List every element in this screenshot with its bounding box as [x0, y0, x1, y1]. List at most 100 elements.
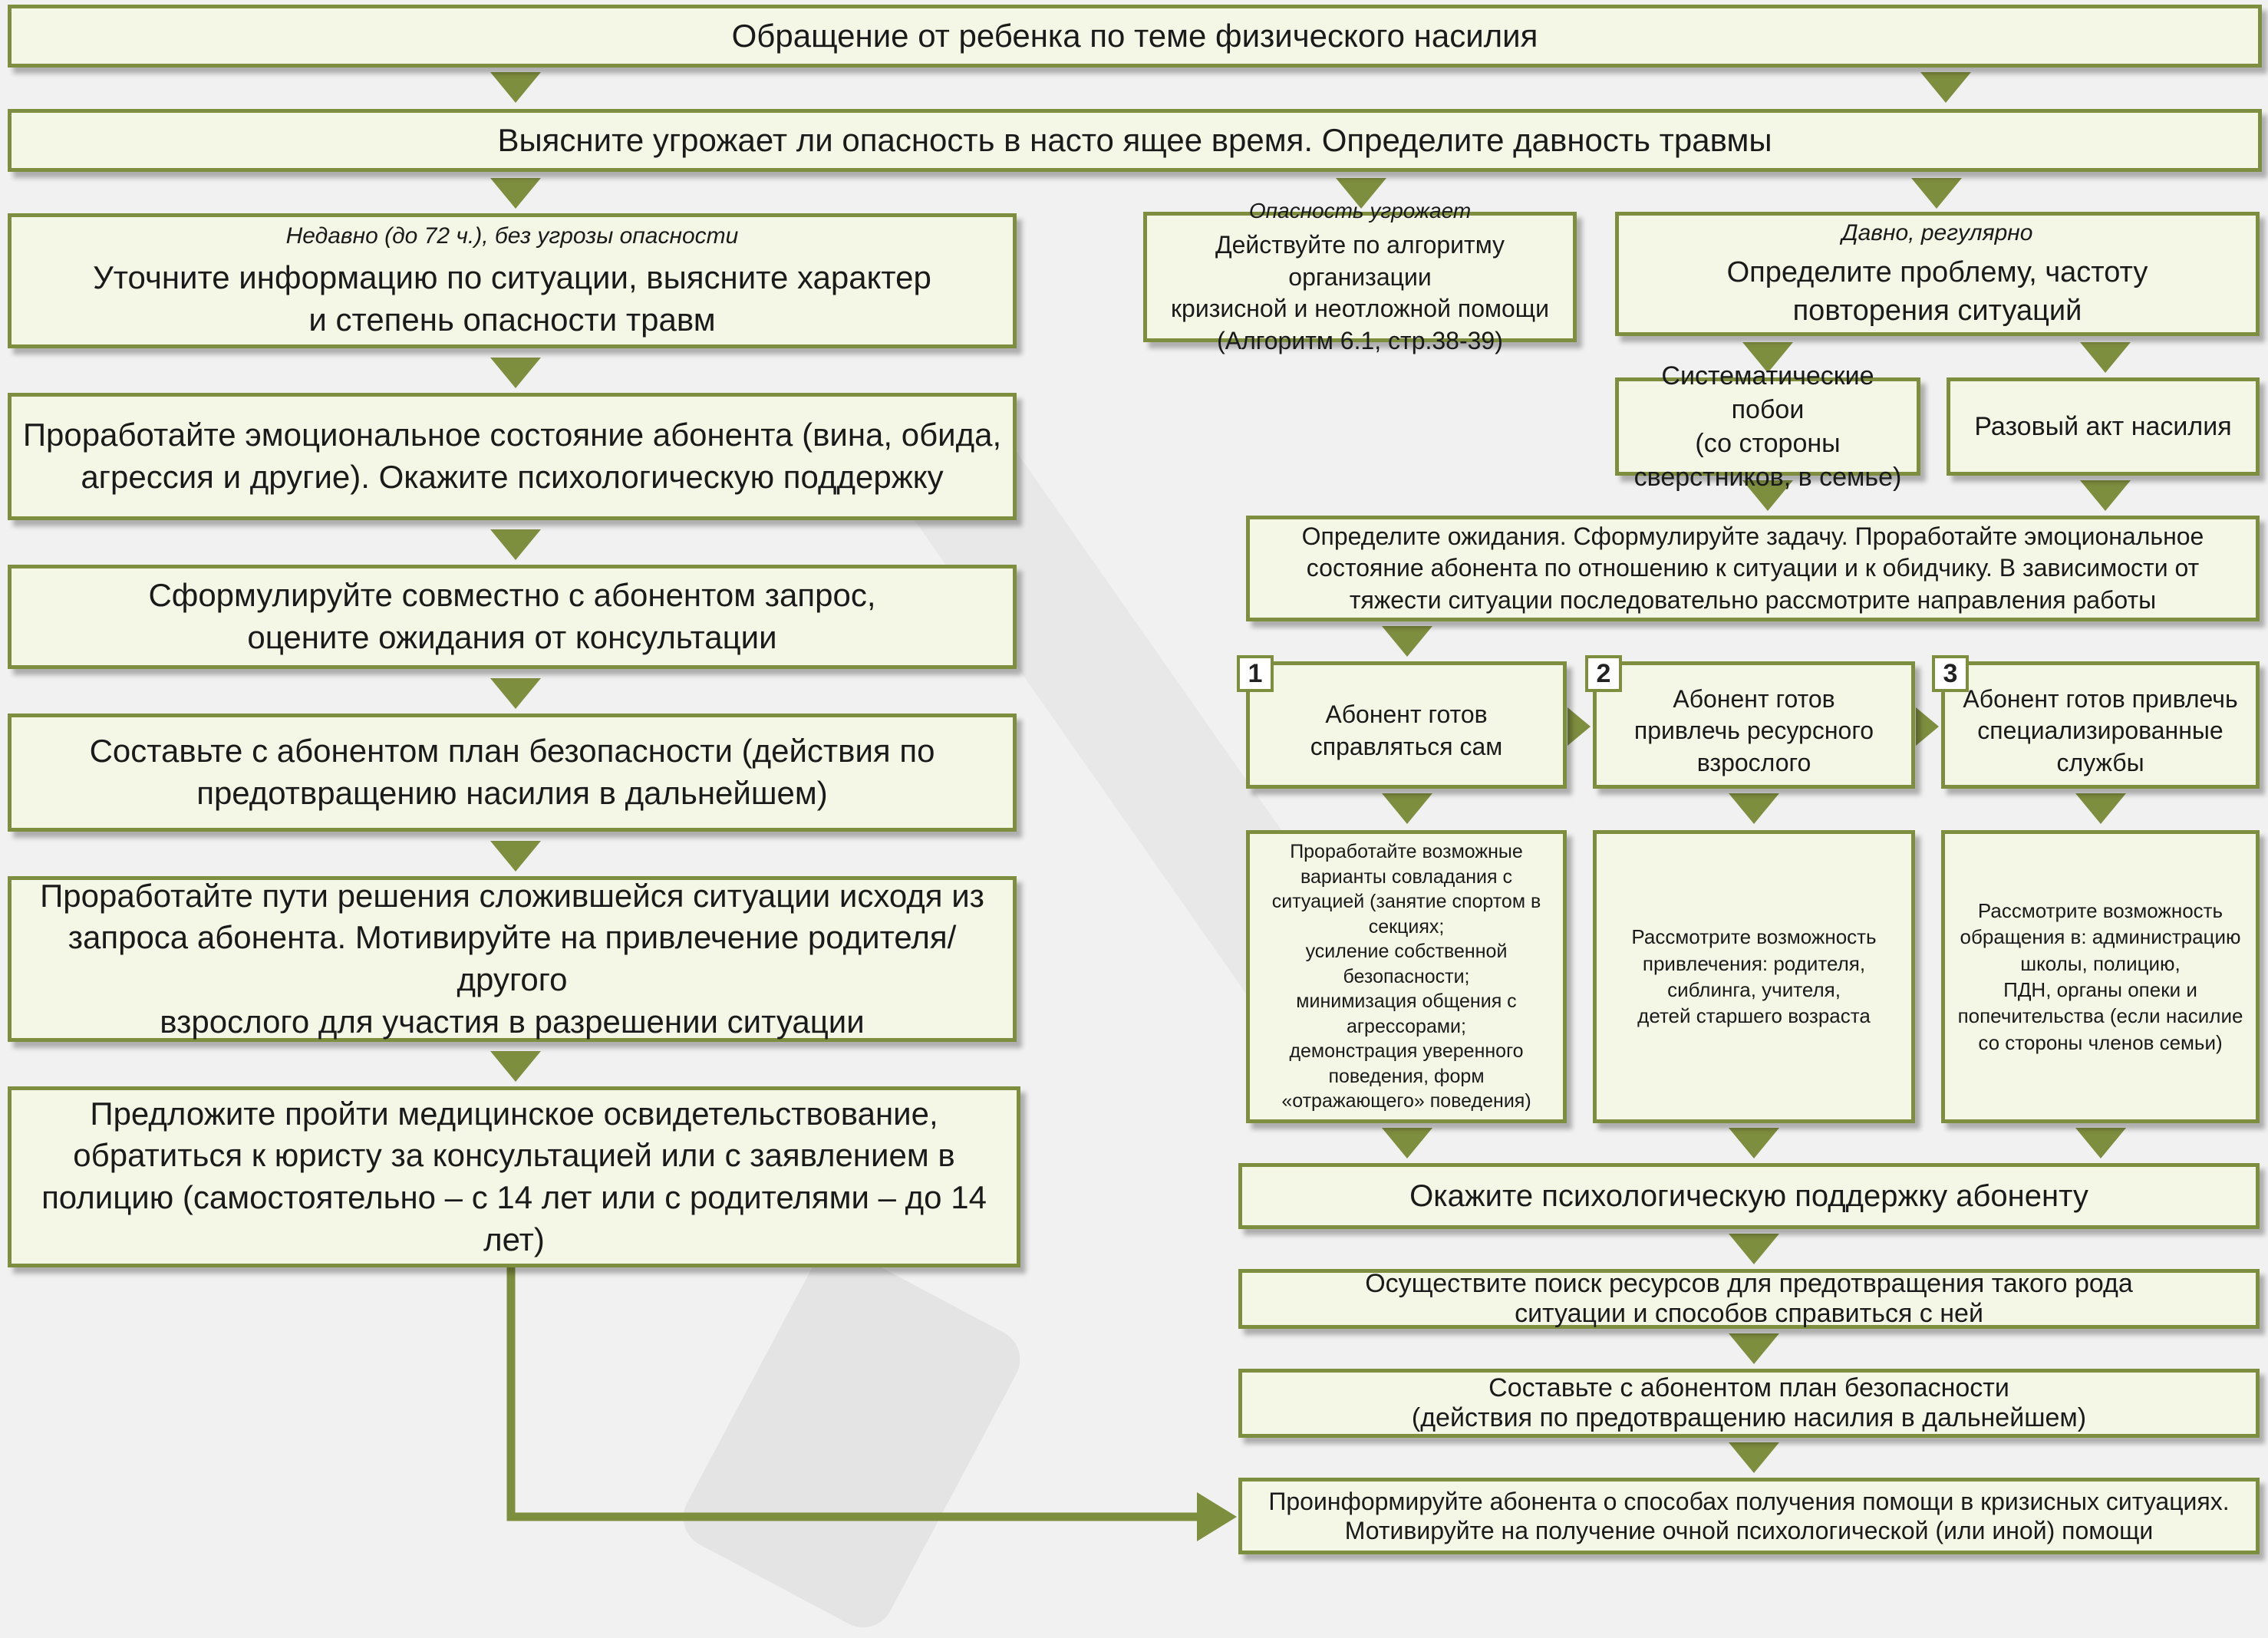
arrow-right [1567, 707, 1591, 746]
detail-line: попечительства (если насилие [1957, 1004, 2243, 1028]
left-box-solutions: Проработайте пути решения сложившейся си… [8, 876, 1017, 1042]
option-number-badge: 2 [1585, 655, 1622, 692]
title-text: Обращение от ребенка по теме физического… [731, 17, 1538, 54]
middle-box-line: кризисной и неотложной помощи [1171, 295, 1549, 323]
middle-box-line: (Алгоритм 6.1, стр.38-39) [1217, 326, 1503, 354]
right-box-systematic: Систематические побои (со стороны сверст… [1615, 361, 1920, 492]
connector-arrows [490, 72, 2131, 1541]
arrow-down [2075, 793, 2126, 824]
expectations-line: состояние абонента по отношению к ситуац… [1306, 554, 2200, 582]
option-box-adult: Абонент готов привлечь ресурсного взросл… [1593, 661, 1915, 789]
option-line: взрослого [1696, 748, 1811, 776]
arrow-down [1742, 480, 1793, 511]
expectations-line: тяжести ситуации последовательно рассмот… [1349, 585, 2157, 614]
option-line: Абонент готов [1325, 700, 1488, 729]
detail-line: сиблинга, учителя, [1667, 978, 1841, 1001]
left-branch-heading: Недавно (до 72 ч.), без угрозы опасности [285, 222, 739, 249]
arrow-down [490, 358, 541, 388]
arrow-down [1729, 793, 1779, 824]
left-box-line: обратиться к юристу за консультацией или… [73, 1137, 955, 1174]
arrow-down [1729, 1333, 1779, 1364]
option-number-badge: 3 [1932, 655, 1969, 692]
arrow-down [1382, 793, 1432, 824]
left-box-line: и степень опасности травм [308, 301, 716, 338]
arrow-right [1197, 1492, 1237, 1541]
left-box-line: запроса абонента. Мотивируйте на привлеч… [68, 919, 957, 997]
safety-plan-line: Составьте с абонентом план безопасности [1488, 1373, 2009, 1402]
left-box-clarify: Недавно (до 72 ч.), без угрозы опасности… [8, 213, 1017, 348]
left-box-request: Сформулируйте совместно с абонентом запр… [8, 565, 1017, 669]
option-number-badge: 1 [1237, 655, 1274, 692]
step-danger-check-box: Выясните угрожает ли опасность в насто я… [8, 109, 2262, 172]
systematic-line: (со стороны [1695, 429, 1841, 458]
detail-line: Рассмотрите возможность [1631, 925, 1877, 949]
arrow-down [1336, 178, 1386, 209]
detail-line: Рассмотрите возможность [1977, 899, 2223, 923]
right-box-expectations: Определите ожидания. Сформулируйте задач… [1246, 516, 2260, 621]
safety-plan-box: Составьте с абонентом план безопасности … [1238, 1369, 2260, 1438]
title-box: Обращение от ребенка по теме физического… [8, 5, 2262, 68]
arrow-down [490, 529, 541, 560]
option-line: Абонент готов [1673, 684, 1835, 713]
arrow-down [2075, 1128, 2126, 1158]
resources-line: ситуации и способов справиться с ней [1515, 1299, 1983, 1328]
left-box-line: Проработайте пути решения сложившейся си… [40, 877, 984, 914]
detail-box-self: Проработайте возможные варианты совладан… [1246, 830, 1567, 1123]
single-act-text: Разовый акт насилия [1974, 411, 2232, 441]
arrow-down [1729, 1442, 1779, 1473]
left-box-line: полицию (самостоятельно – с 14 лет или с… [41, 1179, 987, 1257]
left-box-line: предотвращению насилия в дальнейшем) [196, 775, 828, 811]
systematic-line: сверстников, в семье) [1633, 463, 1902, 493]
detail-line: детей старшего возраста [1637, 1004, 1871, 1028]
arrow-down [1382, 626, 1432, 657]
detail-box-adult: Рассмотрите возможность привлечения: род… [1593, 830, 1915, 1123]
long-connector-line [506, 1267, 1201, 1521]
left-box-line: Проработайте эмоциональное состояние або… [22, 417, 1002, 453]
final-inform-box: Проинформируйте абонента о способах полу… [1238, 1478, 2260, 1554]
right-box-line: Определите проблему, частоту [1726, 256, 2148, 289]
detail-line: ситуацией (занятие спортом в [1271, 891, 1541, 913]
detail-box-services: Рассмотрите возможность обращения в: адм… [1941, 830, 2260, 1123]
detail-line: школы, полицию, [2020, 951, 2181, 975]
option-line: специализированные [1977, 717, 2223, 745]
expectations-line: Определите ожидания. Сформулируйте задач… [1301, 522, 2204, 550]
right-box-single-act: Разовый акт насилия [1947, 377, 2260, 476]
arrow-down [490, 72, 541, 103]
arrow-right [1916, 707, 1939, 746]
detail-line: безопасности; [1343, 965, 1470, 987]
left-box-line: Уточните информацию по ситуации, выяснит… [93, 259, 931, 295]
arrow-down [1729, 1128, 1779, 1158]
final-line: Проинформируйте абонента о способах полу… [1268, 1487, 2230, 1515]
option-line: привлечь ресурсного [1633, 717, 1874, 745]
support-text: Окажите психологическую поддержку абонен… [1409, 1179, 2088, 1213]
left-box-line: Составьте с абонентом план безопасности … [89, 733, 935, 770]
option-line: Абонент готов привлечь [1963, 684, 2238, 713]
arrow-down [1382, 1128, 1432, 1158]
arrow-down [1729, 1234, 1779, 1264]
left-box-line: агрессия и другие). Окажите психологичес… [81, 459, 944, 495]
detail-line: со стороны членов семьи) [1978, 1030, 2223, 1054]
middle-box-crisis: Опасность угрожает Действуйте по алгорит… [1143, 199, 1577, 354]
detail-line: Проработайте возможные [1290, 841, 1523, 863]
detail-line: «отражающего» поведения) [1281, 1090, 1531, 1112]
detail-line: агрессорами; [1347, 1015, 1466, 1037]
step-danger-check-text: Выясните угрожает ли опасность в насто я… [497, 121, 1772, 158]
right-box-problem: Давно, регулярно Определите проблему, ча… [1615, 212, 2260, 336]
middle-branch-heading: Опасность угрожает [1248, 198, 1472, 222]
detail-line: обращения в: администрацию [1960, 925, 2241, 949]
left-box-emotional: Проработайте эмоциональное состояние або… [8, 393, 1017, 520]
systematic-line: Систематические побои [1661, 361, 1874, 424]
arrow-down [490, 1051, 541, 1082]
arrow-down [1920, 72, 1971, 103]
detail-line: поведения, форм [1328, 1065, 1485, 1087]
middle-box-line: Действуйте по алгоритму организации [1215, 231, 1505, 291]
detail-line: привлечения: родителя, [1642, 951, 1866, 975]
option-box-services: Абонент готов привлечь специализированны… [1941, 661, 2260, 789]
arrow-down [1742, 342, 1793, 373]
detail-line: варианты совладания с [1300, 865, 1512, 888]
detail-line: секциях; [1368, 915, 1445, 938]
detail-line: демонстрация уверенного [1289, 1040, 1524, 1063]
left-box-line: оцените ожидания от консультации [247, 619, 777, 655]
final-line: Мотивируйте на получение очной психологи… [1344, 1517, 2154, 1544]
resources-line: Осуществите поиск ресурсов для предотвра… [1365, 1268, 2133, 1298]
